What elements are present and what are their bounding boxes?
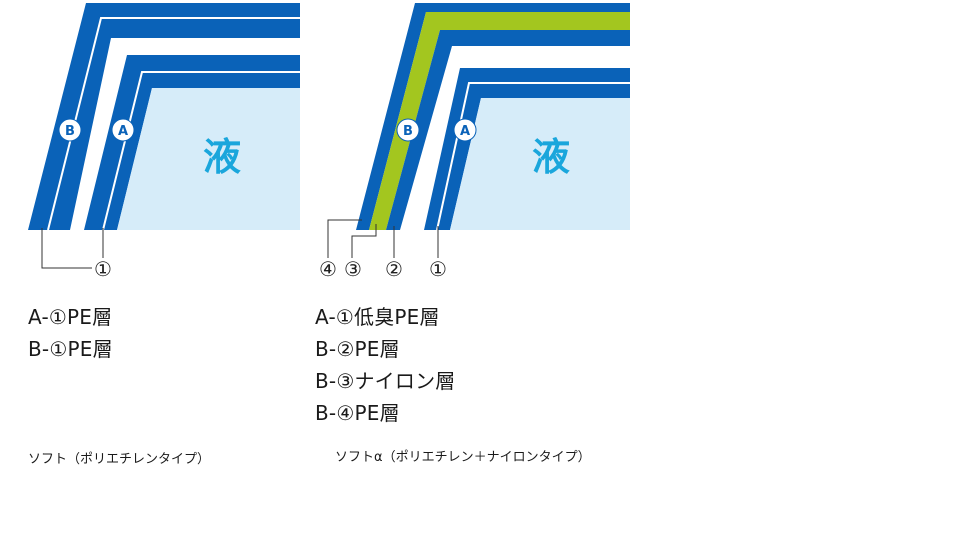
circle-label-a: A (111, 118, 135, 142)
film-a-white-line (102, 71, 300, 231)
caption-soft-alpha: ソフトα（ポリエチレン＋ナイロンタイプ） (335, 450, 591, 465)
layer-number-1: ① (429, 257, 447, 281)
leader-line-layer-1 (41, 228, 92, 269)
legend-soft-alpha-b4: B-④PE層 (315, 401, 400, 425)
circle-label-a: A (453, 118, 477, 142)
liquid-label: 液 (203, 135, 241, 179)
svg-text:B: B (403, 124, 413, 139)
svg-text:B: B (65, 124, 75, 139)
film-a-white-line (436, 82, 630, 231)
leader-line-layer-3 (351, 224, 377, 258)
layer-number-2: ② (385, 257, 403, 281)
liquid-area (117, 88, 300, 230)
film-b-pe-layer-1 (28, 3, 300, 230)
liquid-label: 液 (532, 135, 570, 179)
circle-label-b: B (58, 118, 82, 142)
liquid-area (450, 98, 630, 230)
legend-soft-alpha-b3: B-③ナイロン層 (315, 369, 456, 393)
legend-soft-alpha-b2: B-②PE層 (315, 337, 400, 361)
circle-label-b: B (396, 118, 420, 142)
legend-soft-a: A-①PE層 (28, 305, 113, 329)
legend-soft-b: B-①PE層 (28, 337, 113, 361)
svg-text:A: A (460, 124, 470, 139)
layer-number-1: ① (94, 257, 112, 281)
svg-text:A: A (118, 124, 128, 139)
film-b-white-line (47, 17, 300, 231)
film-a-low-odor-pe-layer-1 (424, 68, 630, 230)
diagram-soft: 液 B A ① (28, 3, 300, 281)
layer-number-4: ④ (319, 257, 337, 281)
diagram-soft-alpha: 液 B A ④ ③ ② ① (319, 3, 630, 281)
legend-soft-alpha-a: A-①低臭PE層 (315, 305, 440, 329)
film-a-pe-layer-1 (84, 55, 300, 230)
layer-number-3: ③ (344, 257, 362, 281)
caption-soft: ソフト（ポリエチレンタイプ） (28, 452, 211, 467)
leader-line-layer-4 (327, 219, 362, 258)
